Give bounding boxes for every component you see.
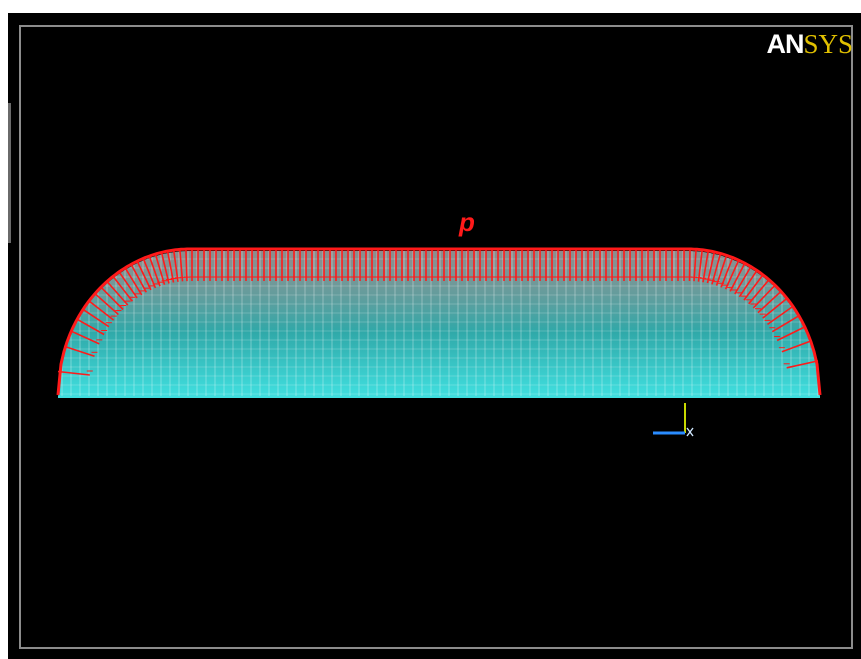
pressure-arrow xyxy=(752,284,776,309)
pressure-arrow xyxy=(106,280,129,306)
pressure-arrow xyxy=(179,249,184,282)
pressure-arrow xyxy=(748,278,770,305)
pressure-arrow xyxy=(166,250,175,283)
pressure-arrow xyxy=(69,329,100,345)
pressure-arrow xyxy=(87,299,115,321)
dome-body xyxy=(58,251,820,397)
pressure-arrow xyxy=(124,267,143,296)
pressure-load-arrows xyxy=(56,247,822,396)
pressure-arrow xyxy=(693,249,697,282)
pressure-surface-edge xyxy=(56,247,822,396)
pressure-arrow xyxy=(715,255,728,286)
pressure-arrow xyxy=(63,345,95,358)
mesh-layer xyxy=(58,251,820,398)
pressure-arrow xyxy=(724,259,740,290)
pressure-arrow xyxy=(75,318,105,336)
pressure-arrow xyxy=(100,286,124,311)
pressure-arrow xyxy=(154,253,166,285)
pressure-arrow xyxy=(762,297,789,319)
pressure-arrow xyxy=(118,271,138,299)
pressure-arrow xyxy=(786,360,819,369)
pressure-arrow xyxy=(172,249,179,282)
pressure-arrow xyxy=(781,339,813,353)
pressure-arrow xyxy=(706,251,716,284)
pressure-arrow xyxy=(702,250,710,283)
pressure-arrow xyxy=(160,252,170,284)
pressure-arrow xyxy=(776,325,807,342)
pressure-arrow xyxy=(81,308,110,328)
pressure-arrow xyxy=(729,262,746,292)
pressure-label: p xyxy=(459,207,475,237)
pressure-arrow xyxy=(112,275,134,302)
window-edge-strip xyxy=(8,103,11,243)
pressure-arrow xyxy=(720,257,734,288)
coordinate-triad xyxy=(653,403,694,437)
pressure-arrow xyxy=(771,314,801,333)
pressure-arrow xyxy=(185,249,188,282)
graphics-frame-border xyxy=(19,25,853,649)
pressure-arrow xyxy=(57,370,90,376)
pressure-arrow xyxy=(136,260,152,291)
pressure-arrow xyxy=(757,290,783,314)
triad-origin-mark xyxy=(686,427,694,437)
pressure-arrow xyxy=(697,249,703,282)
model-canvas[interactable] xyxy=(8,13,861,659)
pressure-arrow xyxy=(93,292,119,316)
ansys-logo-sys: SYS xyxy=(803,29,853,59)
pressure-arrow xyxy=(688,248,691,282)
ansys-graphics-window[interactable]: ANSYS p xyxy=(8,13,861,659)
pressure-arrow xyxy=(734,265,752,295)
pressure-arrow xyxy=(142,257,157,289)
pressure-arrow xyxy=(767,305,795,326)
pressure-arrow xyxy=(711,253,722,285)
pressure-arrow xyxy=(130,263,148,293)
pressure-arrow xyxy=(743,274,764,301)
ansys-logo-an: AN xyxy=(766,29,804,59)
ansys-logo: ANSYS xyxy=(766,31,853,58)
pressure-arrow xyxy=(148,255,161,287)
